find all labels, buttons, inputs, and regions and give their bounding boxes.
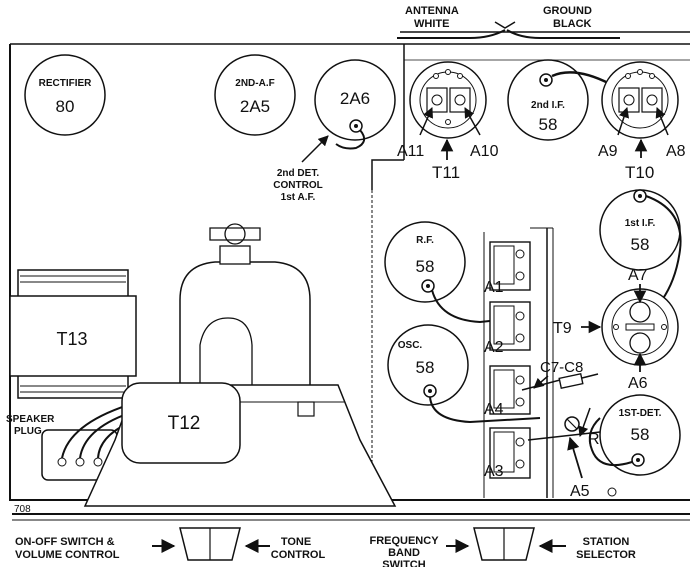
front-controls: ON-OFF SWITCH & VOLUME CONTROL TONE CONT… — [15, 527, 636, 567]
speaker-plug-label-line2: PLUG — [14, 426, 42, 437]
tube-osc-name: OSC. — [398, 340, 423, 351]
control-tone-line1: TONE — [281, 536, 311, 548]
label-a10: A10 — [470, 143, 499, 160]
label-t9: T9 — [553, 320, 572, 337]
tube-second-af-type: 2A5 — [240, 97, 270, 116]
control-station-line1: STATION — [583, 536, 630, 548]
tube-second-det-type: 2A6 — [340, 89, 370, 108]
tube-rf-type: 58 — [416, 257, 435, 276]
second-det-caption: 2nd DET. CONTROL 1st A.F. — [273, 135, 329, 203]
tube-rectifier-name: RECTIFIER — [39, 78, 93, 89]
label-a7: A7 — [628, 267, 648, 284]
tube-rectifier-type: 80 — [56, 97, 75, 116]
trimmer-a3 — [489, 427, 531, 479]
label-a8: A8 — [666, 143, 686, 160]
control-tone-line2: CONTROL — [271, 549, 326, 561]
transformer-t9 — [601, 288, 679, 366]
label-a1: A1 — [484, 279, 504, 296]
label-a6: A6 — [628, 375, 648, 392]
tube-second-af-name: 2ND-A.F — [235, 78, 274, 89]
control-on-off-line1: ON-OFF SWITCH & — [15, 536, 115, 548]
ground-color: BLACK — [553, 18, 592, 30]
tube-second-if: 2nd I.F. 58 — [507, 59, 611, 141]
label-a5-group: A5 — [567, 436, 617, 500]
tube-first-det-name: 1ST-DET. — [619, 408, 662, 419]
tube-first-if-name: 1st I.F. — [625, 218, 656, 229]
tube-rf-name: R.F. — [416, 235, 434, 246]
transformer-t13: T13 — [9, 269, 137, 399]
control-band-line2: BAND — [388, 547, 420, 559]
label-a2: A2 — [484, 339, 504, 356]
antenna-color: WHITE — [414, 18, 449, 30]
speaker-plug: SPEAKER PLUG — [6, 399, 149, 481]
t11-labels: A11 A10 T11 — [397, 107, 499, 182]
antenna-label: ANTENNA — [405, 5, 459, 17]
tube-second-if-type: 58 — [539, 115, 558, 134]
ground-label: GROUND — [543, 5, 592, 17]
second-det-caption-line1: 2nd DET. — [277, 168, 319, 179]
trimmer-a1 — [489, 241, 531, 291]
transformer-t10 — [601, 61, 679, 139]
second-det-caption-line2: CONTROL — [273, 180, 322, 191]
speaker-plug-label-line1: SPEAKER — [6, 414, 55, 425]
t9-labels: T9 A7 A6 — [553, 267, 648, 392]
tube-first-if: 1st I.F. 58 — [599, 189, 682, 301]
label-a3: A3 — [484, 463, 504, 480]
tube-osc: OSC. 58 — [387, 324, 541, 424]
control-band-line3: SWITCH — [382, 559, 425, 567]
tube-second-af: 2ND-A.F 2A5 — [214, 54, 296, 136]
tube-second-if-name: 2nd I.F. — [531, 100, 565, 111]
control-on-off-line2: VOLUME CONTROL — [15, 549, 120, 561]
label-t13: T13 — [56, 329, 87, 349]
tube-rf: R.F. 58 — [384, 221, 519, 324]
label-a11: A11 — [397, 143, 424, 160]
label-c7-c8: C7-C8 — [540, 359, 583, 376]
trimmer-a2 — [489, 301, 531, 351]
chassis-number: 708 — [14, 504, 31, 515]
tuning-condenser-gang: A1 A2 A4 A3 — [483, 227, 554, 498]
label-a5: A5 — [570, 483, 590, 500]
tube-osc-type: 58 — [416, 358, 435, 377]
tube-first-if-type: 58 — [631, 235, 650, 254]
trimmer-a4 — [489, 365, 531, 415]
speaker-assembly: T12 — [83, 223, 397, 507]
label-t12: T12 — [168, 413, 201, 434]
tube-second-det: 2A6 — [314, 59, 396, 150]
transformer-t11 — [409, 61, 487, 139]
label-a9: A9 — [598, 143, 618, 160]
condenser-c7-c8: C7-C8 — [521, 359, 599, 391]
label-t11: T11 — [432, 163, 460, 182]
tube-first-det-type: 58 — [631, 425, 650, 444]
label-a4: A4 — [484, 401, 504, 418]
second-det-caption-line3: 1st A.F. — [281, 192, 316, 203]
tube-first-det: 1ST-DET. 58 — [588, 394, 681, 476]
t10-labels: A9 A8 T10 — [598, 107, 686, 182]
chassis-outline: 708 — [9, 43, 690, 521]
resistor-r6: R6 — [527, 407, 609, 448]
control-station-line2: SELECTOR — [576, 549, 636, 561]
tube-rectifier: RECTIFIER 80 — [24, 54, 106, 136]
control-band-line1: FREQUENCY — [369, 535, 439, 547]
label-t10: T10 — [625, 163, 654, 182]
antenna-ground-leads: ANTENNA WHITE GROUND BLACK — [397, 5, 690, 39]
